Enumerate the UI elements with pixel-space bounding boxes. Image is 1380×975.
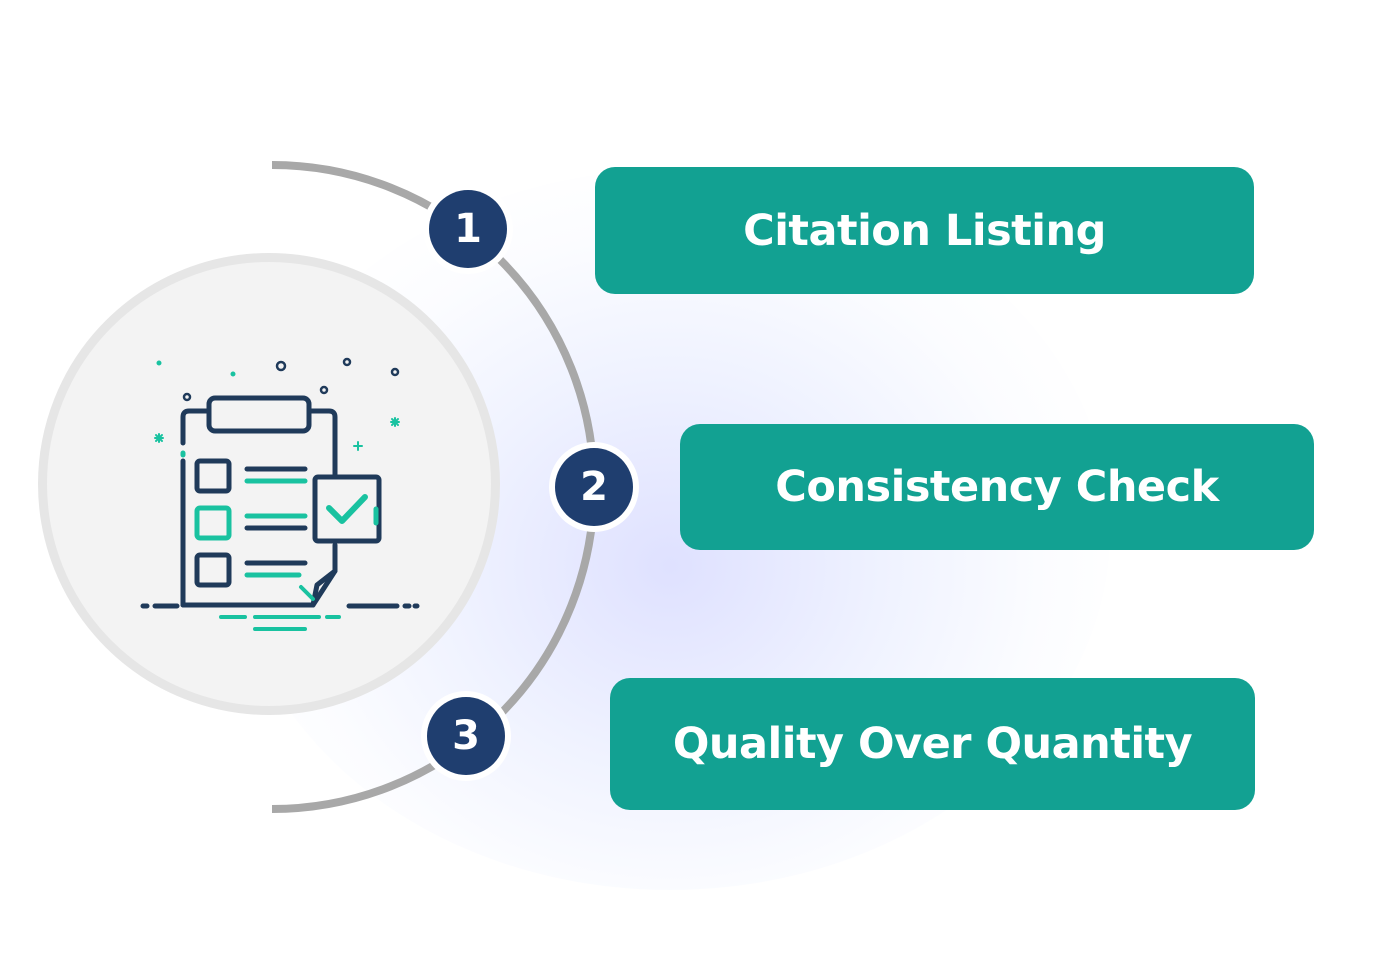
step-2-consistency-check: Consistency Check [680,424,1314,550]
step-1-badge: 1 [429,190,507,268]
icon-circle [38,253,500,715]
step-3-quality-over-quantity: Quality Over Quantity [610,678,1255,810]
step-2-badge: 2 [555,448,633,526]
clipboard-checklist-icon [140,357,420,631]
step-3-badge: 3 [427,697,505,775]
step-1-citation-listing: Citation Listing [595,167,1254,294]
